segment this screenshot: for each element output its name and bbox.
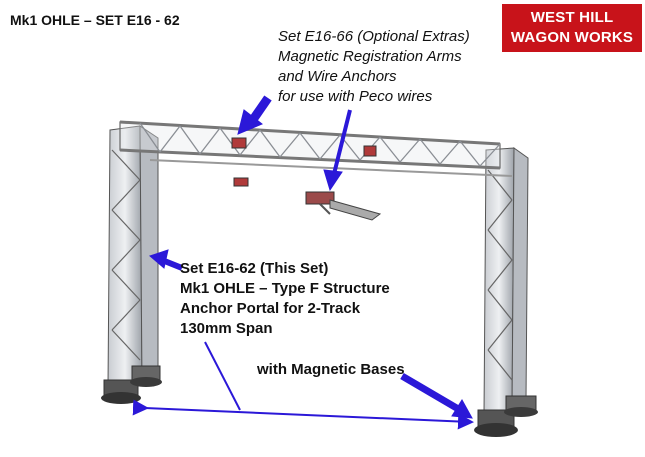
registration-arms [231,137,382,221]
set-description: Set E16-62 (This Set) Mk1 OHLE – Type F … [180,259,390,339]
right-base [474,395,538,437]
right-mast [483,147,529,415]
boom-truss [119,120,513,177]
logo-line-1: WEST HILL [530,9,614,26]
set-line-3: Anchor Portal for 2-Track [180,300,361,317]
set-line-2: Mk1 OHLE – Type F Structure [180,280,390,297]
callout-arrows [132,95,474,430]
optional-extras-note: Set E16-66 (Optional Extras) Magnetic Re… [278,27,470,107]
extras-line-3: and Wire Anchors [278,68,397,85]
extras-line-4: for use with Peco wires [278,88,433,105]
logo-line-2: WAGON WORKS [510,29,634,46]
left-base [101,365,162,404]
brand-logo: WEST HILL WAGON WORKS [502,4,642,52]
set-line-1: Set E16-62 (This Set) [180,260,329,277]
magnetic-bases-note: with Magnetic Bases [257,361,405,378]
extras-line-1: Set E16-66 (Optional Extras) [278,28,470,45]
page-title: Mk1 OHLE – SET E16 - 62 [10,12,180,28]
extras-line-2: Magnetic Registration Arms [278,48,462,65]
left-mast [107,125,159,387]
set-line-4: 130mm Span [180,320,273,337]
